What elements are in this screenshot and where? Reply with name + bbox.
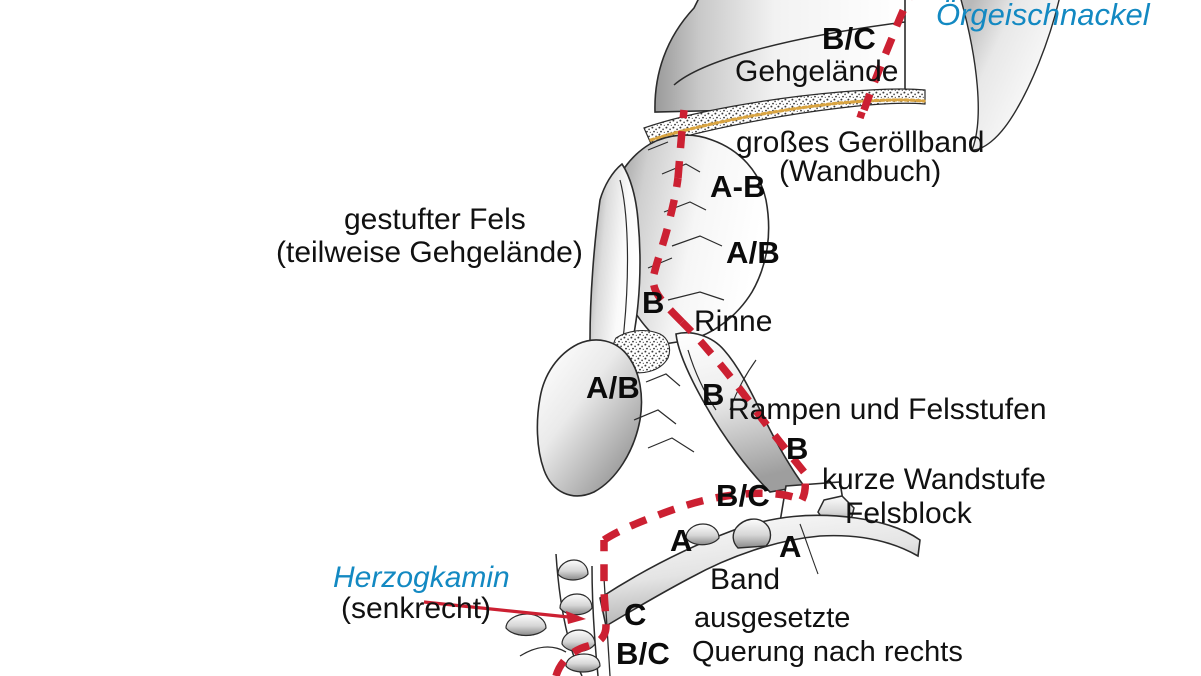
grade-label-ab-1: A-B bbox=[710, 169, 766, 204]
hold-crescent-6 bbox=[685, 523, 720, 546]
rock-right-spur bbox=[960, 0, 1060, 151]
route-seg-wallstep bbox=[798, 471, 810, 502]
grade-label-a-1: A bbox=[670, 523, 693, 558]
grade-label-ab-3: A/B bbox=[586, 370, 640, 405]
herzogkamin-arrow bbox=[423, 600, 586, 624]
route-line-upper bbox=[856, 110, 866, 120]
rock-left-block bbox=[536, 339, 643, 497]
grade-label-b-3: B bbox=[786, 431, 809, 466]
route-seg-ramps bbox=[679, 319, 807, 475]
grade-label-top-bc: B/C bbox=[822, 21, 876, 56]
terrain-label-teilweise-gehgelaende: (teilweise Gehgelände) bbox=[276, 236, 583, 269]
grade-label-b-2: B bbox=[702, 377, 725, 412]
feature-label-herzogkamin: Herzogkamin bbox=[333, 561, 510, 594]
grade-label-bc-3: B/C bbox=[616, 636, 670, 671]
peak-label-oergeischnackel: Örgeischnackel bbox=[936, 0, 1150, 32]
terrain-label-ausgesetzte: ausgesetzte bbox=[694, 602, 851, 634]
grade-label-b-1: B bbox=[642, 285, 665, 320]
route-seg-crossband bbox=[674, 109, 688, 179]
hold-crescent-2 bbox=[559, 593, 593, 616]
rinne-leader bbox=[729, 359, 757, 411]
feature-note-senkrecht: (senkrecht) bbox=[341, 592, 492, 625]
terrain-label-gestufter-fels: gestufter Fels bbox=[344, 203, 526, 236]
rock-tick-9 bbox=[647, 437, 695, 453]
rock-tick-8 bbox=[633, 409, 677, 425]
scree-band-line bbox=[649, 98, 926, 142]
terrain-label-kurze-wandstufe: kurze Wandstufe bbox=[822, 463, 1046, 496]
hold-crescent-3 bbox=[505, 613, 547, 637]
route-seg-stepped bbox=[650, 177, 682, 275]
band-knob bbox=[732, 518, 772, 549]
rock-tick-7 bbox=[645, 373, 681, 387]
rock-right-rampart bbox=[675, 332, 806, 493]
grade-label-bc-2: B/C bbox=[716, 478, 770, 513]
rock-tick-2 bbox=[671, 235, 723, 247]
band-leader bbox=[799, 523, 819, 575]
route-line bbox=[552, 0, 913, 676]
route-seg-chimney bbox=[552, 540, 610, 676]
route-seg-rinne bbox=[649, 273, 685, 325]
terrain-label-band: Band bbox=[710, 563, 781, 596]
terrain-label-rampen-felsstufen: Rampen und Felsstufen bbox=[728, 393, 1047, 426]
lower-left-edge bbox=[519, 646, 567, 657]
grade-label-a-2: A bbox=[779, 529, 802, 564]
hold-crescent-5 bbox=[565, 653, 601, 673]
terrain-label-wandbuch: (Wandbuch) bbox=[779, 155, 942, 188]
rock-tick-4 bbox=[661, 163, 701, 175]
terrain-label-querung-nach-rechts: Querung nach rechts bbox=[692, 636, 963, 668]
terrain-label-rinne: Rinne bbox=[694, 305, 773, 338]
rock-stratum-line bbox=[673, 21, 906, 86]
terrain-label-gehgelaende: Gehgelände bbox=[735, 55, 899, 88]
route-seg-band bbox=[601, 489, 804, 544]
terrain-label-geroellband: großes Geröllband bbox=[736, 126, 985, 159]
rock-tick-6 bbox=[647, 141, 669, 151]
hold-crescent-1 bbox=[557, 559, 589, 581]
rock-tick-1 bbox=[667, 291, 725, 301]
terrain-label-felsblock: Felsblock bbox=[845, 497, 972, 530]
route-seg-band-exit bbox=[856, 110, 866, 120]
gully-line bbox=[687, 349, 717, 411]
grade-label-ab-2: A/B bbox=[726, 235, 780, 270]
grade-label-c: C bbox=[624, 597, 647, 632]
